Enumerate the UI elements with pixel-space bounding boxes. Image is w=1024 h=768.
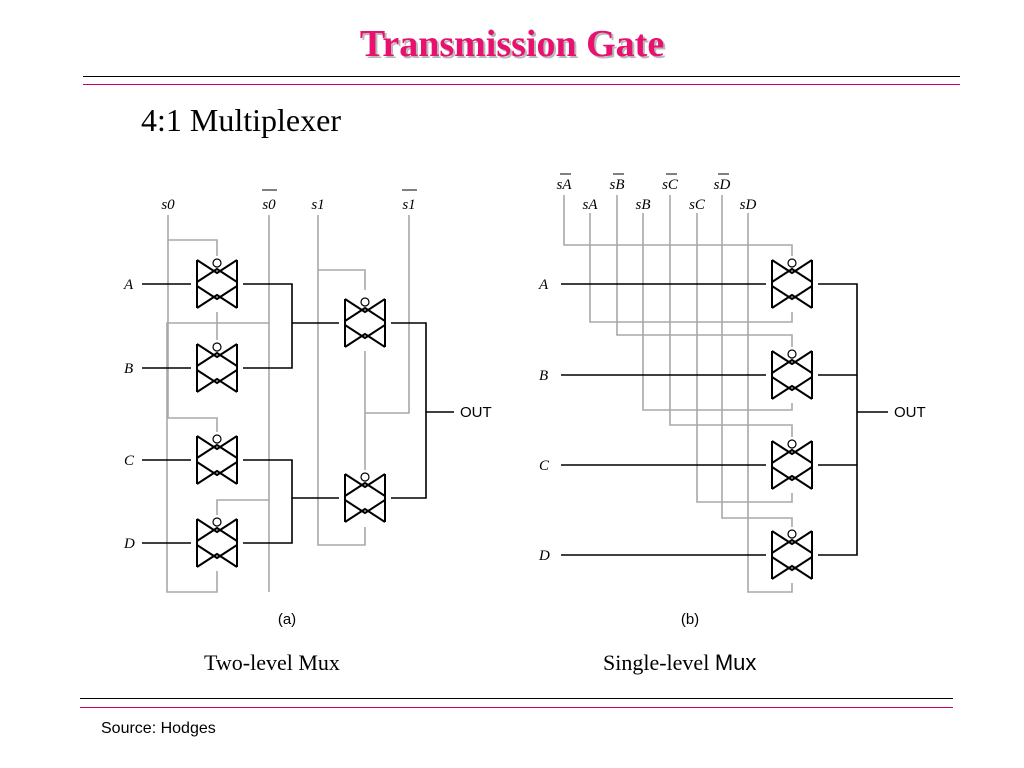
control-label-sc-bar: sC (662, 177, 679, 193)
control-label-sa: sA (583, 197, 599, 213)
transmission-gate-a-5 (338, 294, 392, 352)
control-label-s1: s1 (311, 197, 324, 213)
control-wires-b (563, 195, 793, 593)
transmission-gate-a-1 (190, 255, 244, 313)
control-wires-a (166, 215, 410, 593)
caption-two-level: Two-level Mux (204, 650, 340, 675)
title-rule-dark (83, 76, 960, 77)
signal-wires-a (142, 283, 454, 544)
control-label-s0-bar: s0 (262, 197, 276, 213)
caption-single-level-mux: Mux (714, 650, 757, 675)
output-label: OUT (460, 404, 492, 421)
footer-rule-accent (80, 707, 953, 708)
input-label-b: B (124, 361, 133, 377)
transmission-gate-b-3 (765, 436, 819, 494)
input-label-b: B (539, 368, 548, 384)
input-label-a: A (123, 277, 134, 293)
slide-title: Transmission Gate (359, 23, 665, 65)
input-label-c: C (124, 453, 135, 469)
control-label-sc: sC (689, 197, 706, 213)
control-label-s0: s0 (161, 197, 175, 213)
control-label-sb: sB (636, 197, 651, 213)
two-level-mux-diagram: s0 s0 s1 s1 A B C D OUT (a) (123, 189, 492, 628)
control-label-sd: sD (740, 197, 757, 213)
caption-single-level: Single-level Mux (603, 650, 756, 676)
input-label-d: D (123, 536, 135, 552)
transmission-gate-b-1 (765, 255, 819, 313)
diagram-tag-b: (b) (681, 611, 699, 628)
control-label-s1-bar: s1 (402, 197, 415, 213)
control-label-sd-bar: sD (714, 177, 731, 193)
diagram-tag-a: (a) (278, 611, 296, 628)
control-label-sa-bar: sA (557, 177, 573, 193)
caption-single-level-text: Single-level (603, 650, 715, 675)
input-label-d: D (538, 548, 550, 564)
input-label-a: A (538, 277, 549, 293)
transmission-gate-b-2 (765, 346, 819, 404)
footer-rule-dark (80, 698, 953, 699)
output-label: OUT (894, 404, 926, 421)
transmission-gate-a-2 (190, 339, 244, 397)
source-credit: Source: Hodges (101, 720, 216, 737)
control-label-sb-bar: sB (610, 177, 625, 193)
title-rule-accent (83, 84, 960, 85)
signal-wires-b (561, 283, 888, 556)
transmission-gate-a-3 (190, 431, 244, 489)
transmission-gate-b-4 (765, 526, 819, 584)
transmission-gate-a-6 (338, 469, 392, 527)
single-level-mux-diagram: sA sB sC sD sA sB sC sD A B C D OUT (b) (538, 173, 926, 628)
slide-subtitle: 4:1 Multiplexer (141, 102, 341, 138)
input-label-c: C (539, 458, 550, 474)
transmission-gate-a-4 (190, 514, 244, 572)
